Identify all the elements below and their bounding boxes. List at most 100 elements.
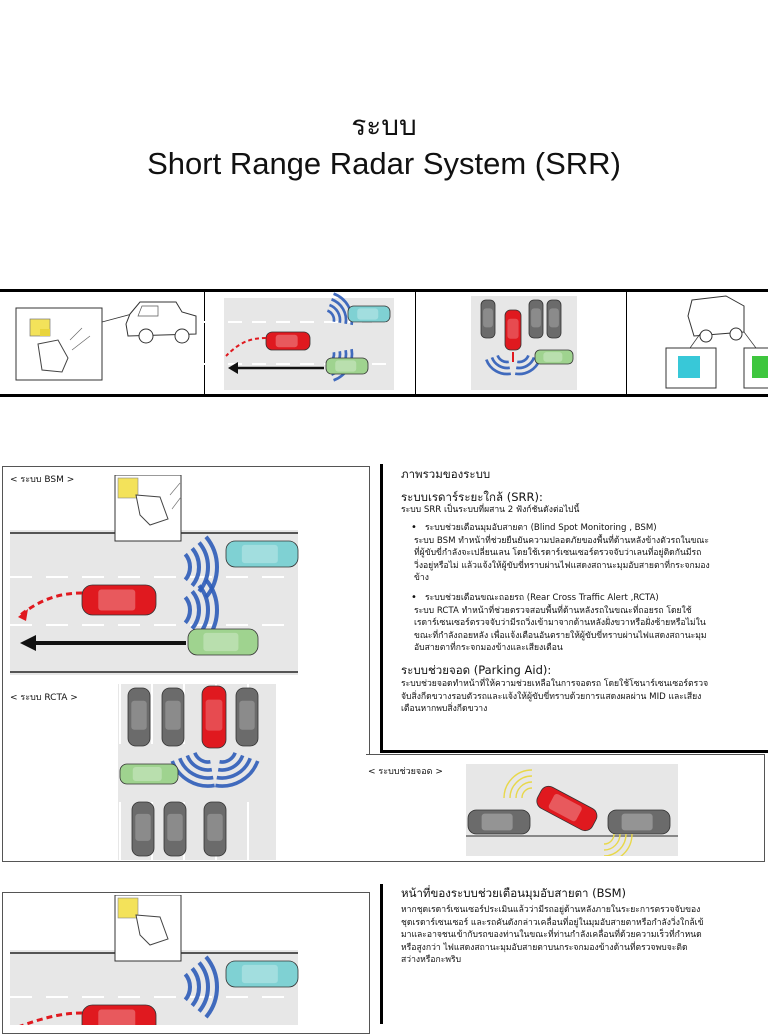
parked-car bbox=[528, 299, 544, 339]
bullet-bsm: • ระบบช่วยเตือนมุมอับสายตา (Blind Spot M… bbox=[411, 522, 765, 585]
bullet-rcta-line: เรดาร์เซนเซอร์ตรวจจับว่ามีรถวิ่งเข้ามาจา… bbox=[414, 618, 706, 628]
cyan-car bbox=[225, 540, 299, 568]
cyan-car bbox=[347, 305, 391, 323]
illustration-strip bbox=[0, 289, 768, 397]
side-mirror bbox=[135, 914, 169, 946]
car-roof bbox=[135, 813, 151, 841]
sonar-wave-icon bbox=[509, 775, 533, 799]
srr-heading: ระบบเรดาร์ระยะใกล้ (SRR): bbox=[401, 490, 543, 504]
radar-wave-icon bbox=[517, 354, 530, 364]
car-roof bbox=[239, 700, 255, 730]
radar-wave-icon bbox=[190, 590, 202, 630]
host-car-group bbox=[536, 785, 598, 832]
parked-car bbox=[607, 809, 671, 835]
bullet-rcta-line: ระบบ RCTA ทำหน้าที่ช่วยตรวจสอบพื้นที่ด้า… bbox=[414, 605, 692, 616]
label-rcta: < ระบบ RCTA > bbox=[10, 693, 78, 703]
bsm-function-line: สว่างหรือกะพริบ bbox=[401, 955, 462, 965]
radar-wave-icon bbox=[496, 354, 509, 364]
strip-bsm bbox=[204, 292, 416, 394]
rcta-scene-small bbox=[471, 296, 577, 390]
sonar-wave-icon bbox=[515, 781, 533, 799]
rcta-scene bbox=[118, 684, 276, 860]
arrow-icon bbox=[18, 609, 28, 621]
radar-wave-icon bbox=[515, 356, 536, 370]
car-roof bbox=[205, 699, 223, 731]
radar-wave-icon bbox=[183, 972, 193, 1002]
car-roof bbox=[241, 964, 278, 984]
parked-car bbox=[161, 687, 185, 747]
parked-car bbox=[131, 801, 155, 857]
radar-wave-icon bbox=[190, 547, 202, 587]
car-roof bbox=[98, 589, 136, 611]
radar-wave-icon bbox=[485, 358, 512, 376]
lane-change-arrow bbox=[225, 337, 267, 357]
host-car bbox=[504, 309, 522, 351]
bsm-function-line: มาและอาจชนเข้ากับรถของท่านในขณะที่ท่านกำ… bbox=[401, 930, 702, 940]
car-roof bbox=[548, 793, 582, 822]
strip-sensors bbox=[626, 292, 768, 394]
target-car bbox=[187, 628, 259, 656]
section2-divider bbox=[380, 884, 383, 1024]
parking-text: ระบบช่วยจอดทำหน้าที่ให้ความช่วยเหลือในกา… bbox=[401, 678, 763, 716]
bsm-function-heading: หน้าที่ของระบบช่วยเตือนมุมอับสายตา (BSM) bbox=[401, 886, 627, 900]
sonar-wave-icon bbox=[603, 833, 627, 856]
host-car bbox=[81, 1004, 157, 1025]
radar-wave-icon bbox=[330, 298, 348, 325]
parked-car bbox=[127, 687, 151, 747]
mirror-indicator-icon bbox=[117, 477, 139, 499]
bsm-function-line: หรือสูงกว่า ไฟแสดงสถานะมุมอับสายตาบนกระจ… bbox=[401, 942, 688, 953]
arrow-icon bbox=[20, 635, 36, 651]
parked-car bbox=[203, 801, 227, 857]
target-car bbox=[119, 763, 179, 785]
sonar-wave-icon bbox=[603, 833, 621, 851]
strip-rcta bbox=[415, 292, 627, 394]
host-car bbox=[265, 331, 311, 351]
car-roof bbox=[203, 632, 239, 652]
radar-wave-icon bbox=[217, 754, 245, 772]
target-car bbox=[325, 357, 369, 375]
car-roof bbox=[483, 308, 493, 328]
bullet-bsm-title: ระบบช่วยเตือนมุมอับสายตา (Blind Spot Mon… bbox=[425, 523, 657, 533]
sonar-wave-icon bbox=[503, 769, 533, 799]
section1-divider bbox=[380, 464, 383, 752]
sonar-wave-icon bbox=[603, 833, 615, 845]
bsm-scene bbox=[10, 475, 299, 675]
bsm-function-line: ชุดเรดาร์เซนเซอร์ และรถคันดังกล่าวเคลื่อ… bbox=[401, 917, 704, 928]
bullet-bsm-line: วิ่งอยู่หรือไม่ แล้วแจ้งให้ผู้ขับขี่ทราบ… bbox=[414, 560, 710, 571]
radar-wave-icon bbox=[328, 303, 342, 324]
radar-wave-icon bbox=[183, 552, 193, 582]
parked-car bbox=[467, 809, 531, 835]
car-roof bbox=[165, 700, 181, 730]
bsm-function-text: หากชุดเรดาร์เซนเซอร์ประเมินแล้วว่ามีรถอย… bbox=[401, 904, 763, 967]
lane-change-arrow bbox=[19, 1011, 83, 1025]
parking-line: เตือนหากพบสิ่งกีดขวาง bbox=[401, 704, 488, 714]
parked-car bbox=[480, 299, 496, 339]
parked-car bbox=[235, 687, 259, 747]
car-roof bbox=[531, 308, 541, 328]
label-parking: < ระบบช่วยจอด > bbox=[368, 767, 443, 777]
label-bsm: < ระบบ BSM > bbox=[10, 475, 75, 485]
bullet-rcta: • ระบบช่วยเตือนขณะถอยรถ (Rear Cross Traf… bbox=[411, 592, 765, 655]
sonar-wave-icon bbox=[620, 833, 633, 856]
radar-wave-icon bbox=[216, 757, 252, 780]
bsm-scene-repeat bbox=[10, 895, 299, 1025]
parking-scene bbox=[466, 764, 678, 856]
overview-heading: ภาพรวมของระบบ bbox=[401, 467, 491, 481]
bullet-rcta-line: ขณะที่กำลังถอยหลัง เพื่อแจ้งเตือนอันตราย… bbox=[414, 630, 707, 641]
strip-mirror-truck bbox=[0, 292, 205, 394]
bullet-dot: • bbox=[411, 522, 417, 533]
section1-divider-bottom bbox=[380, 750, 768, 753]
radar-wave-icon bbox=[204, 955, 220, 1019]
radar-wave-icon bbox=[190, 967, 202, 1007]
parked-car bbox=[163, 801, 187, 857]
bullet-bsm-line: ข้าง bbox=[414, 573, 429, 583]
car-roof bbox=[549, 308, 559, 328]
car-roof bbox=[507, 318, 519, 339]
rear-truck-sensor-icon bbox=[665, 295, 768, 389]
bullet-bsm-line: ที่ผู้ขับขี่กำลังจะเปลี่ยนเลน โดยใช้เรดา… bbox=[414, 548, 702, 558]
host-car bbox=[81, 584, 157, 616]
radar-wave-icon bbox=[178, 757, 214, 780]
arrow-icon bbox=[228, 362, 238, 374]
pickup-truck-icon bbox=[15, 301, 197, 381]
car-roof bbox=[207, 813, 223, 841]
